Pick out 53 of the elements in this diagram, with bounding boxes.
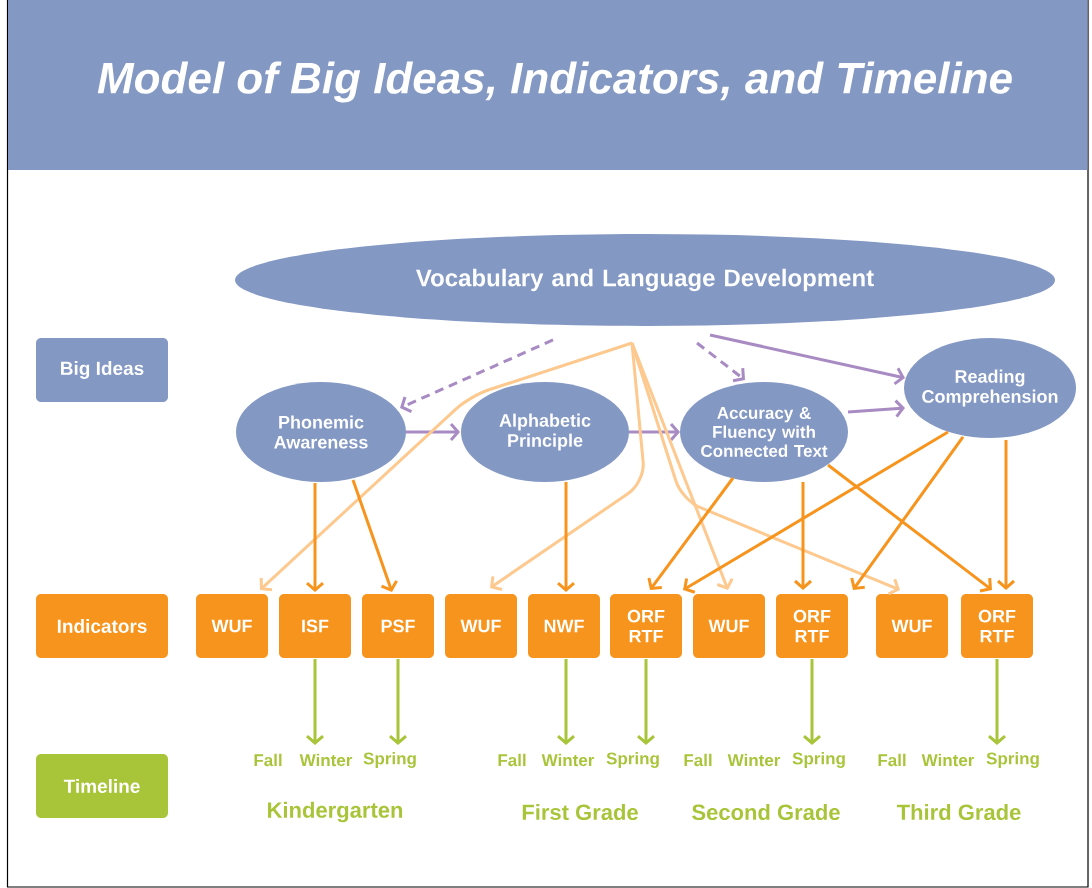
season-label: Winter [299, 753, 353, 767]
season-label: Winter [921, 753, 975, 767]
arrow [709, 333, 905, 386]
arrow [803, 659, 821, 745]
grade-label: Kindergarten [268, 801, 403, 823]
arrow [629, 423, 680, 441]
season-label: Fall [254, 753, 282, 767]
indicator-box: WUF [693, 594, 765, 658]
season-label: Spring [986, 752, 1039, 768]
season-label: Fall [684, 753, 712, 767]
arrow [696, 341, 745, 383]
season-label: Spring [606, 752, 659, 768]
category-box: Timeline [36, 754, 168, 818]
arrow [351, 479, 398, 592]
season-label: Winter [727, 753, 781, 767]
grade-label: Second Grade [692, 803, 840, 821]
season-label: Spring [792, 752, 845, 768]
indicator-box: PSF [362, 594, 434, 658]
arrow [306, 659, 324, 745]
season-label: Fall [498, 753, 526, 767]
arrow [847, 399, 905, 418]
indicator-box: WUF [445, 594, 517, 658]
arrow [988, 659, 1006, 745]
arrow [794, 482, 812, 590]
arrow [637, 659, 655, 745]
indicator-box: ORF RTF [610, 594, 682, 658]
season-label: Spring [363, 752, 416, 768]
season-label: Winter [541, 753, 595, 767]
arrow [630, 342, 900, 596]
indicator-box: WUF [876, 594, 948, 658]
arrow [306, 483, 324, 592]
arrow [389, 659, 407, 745]
arrow [259, 341, 633, 592]
arrow [557, 659, 575, 745]
arrow [400, 338, 554, 414]
indicator-box: WUF [196, 594, 268, 658]
indicator-box: ORF RTF [961, 594, 1033, 658]
arrow [647, 477, 735, 590]
grade-label: Third Grade [896, 803, 1021, 821]
arrow [406, 423, 460, 441]
grade-label: First Grade [522, 803, 638, 821]
season-label: Fall [878, 753, 906, 767]
indicator-box: ORF RTF [776, 594, 848, 658]
arrow [997, 440, 1015, 590]
indicator-box: NWF [528, 594, 600, 658]
arrow [827, 463, 992, 593]
category-box: Indicators [36, 594, 168, 658]
title-banner: Model of Big Ideas, Indicators, and Timeline [8, 0, 1088, 170]
category-box: Big Ideas [36, 338, 168, 402]
arrow [557, 482, 575, 592]
arrow [850, 436, 965, 590]
arrow [683, 430, 949, 594]
indicator-box: ISF [279, 594, 351, 658]
